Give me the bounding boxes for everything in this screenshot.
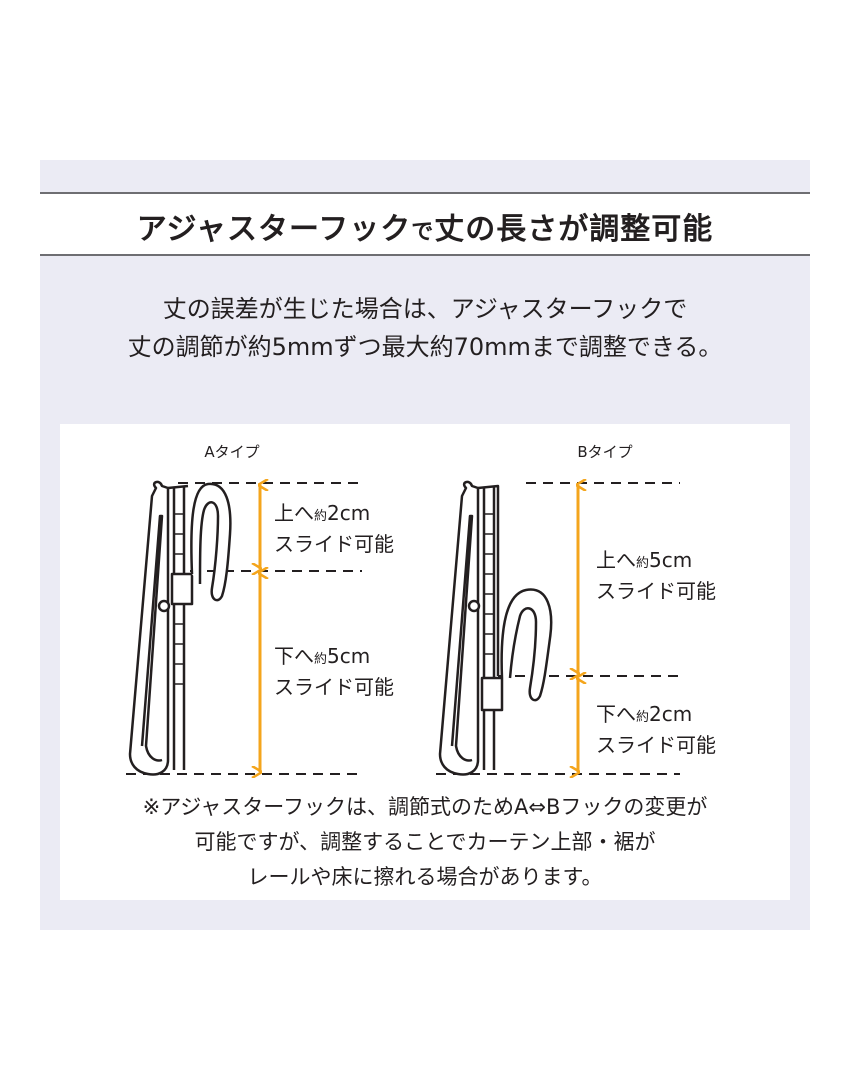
type-a-lower-label: 下へ約5cm [274, 644, 370, 668]
info-panel: アジャスターフックで丈の長さが調整可能 丈の誤差が生じた場合は、アジャスターフッ… [40, 160, 810, 930]
type-a-upper-label: 上へ約2cm [274, 501, 370, 525]
lead-text: 丈の誤差が生じた場合は、アジャスターフックで 丈の調節が約5mmずつ最大約70m… [40, 290, 810, 366]
type-b-upper-sublabel: スライド可能 [596, 579, 716, 603]
caution-note: ※アジャスターフックは、調節式のためA⇔Bフックの変更が 可能ですが、調整するこ… [60, 790, 790, 895]
type-a-lower-sublabel: スライド可能 [274, 675, 394, 699]
title-main: アジャスターフック [136, 212, 412, 247]
hook-diagram: Aタイプ [126, 443, 716, 900]
type-a-label: Aタイプ [204, 443, 259, 461]
title-rest: 丈の長さが調整可能 [434, 212, 714, 247]
type-b-upper-label: 上へ約5cm [596, 548, 692, 572]
note-line-3: レールや床に擦れる場合があります。 [247, 865, 603, 889]
type-b-label: Bタイプ [577, 443, 632, 461]
type-a-upper-sublabel: スライド可能 [274, 532, 394, 556]
title-particle: で [411, 220, 435, 245]
hook-b-icon [438, 480, 553, 776]
lead-line-1: 丈の誤差が生じた場合は、アジャスターフックで [162, 295, 688, 323]
page-title: アジャスターフックで丈の長さが調整可能 [40, 204, 810, 248]
title-band: アジャスターフックで丈の長さが調整可能 [40, 192, 810, 256]
note-line-2: 可能ですが、調整することでカーテン上部・裾が [194, 830, 656, 854]
type-b-lower-sublabel: スライド可能 [596, 733, 716, 757]
lead-line-2: 丈の調節が約5mmずつ最大約70mmまで調整できる。 [127, 333, 723, 361]
type-b-lower-label: 下へ約2cm [596, 702, 692, 726]
hook-a-icon [128, 480, 232, 776]
diagram-card: Aタイプ [60, 424, 790, 900]
note-line-1: ※アジャスターフックは、調節式のためA⇔Bフックの変更が [142, 795, 708, 819]
